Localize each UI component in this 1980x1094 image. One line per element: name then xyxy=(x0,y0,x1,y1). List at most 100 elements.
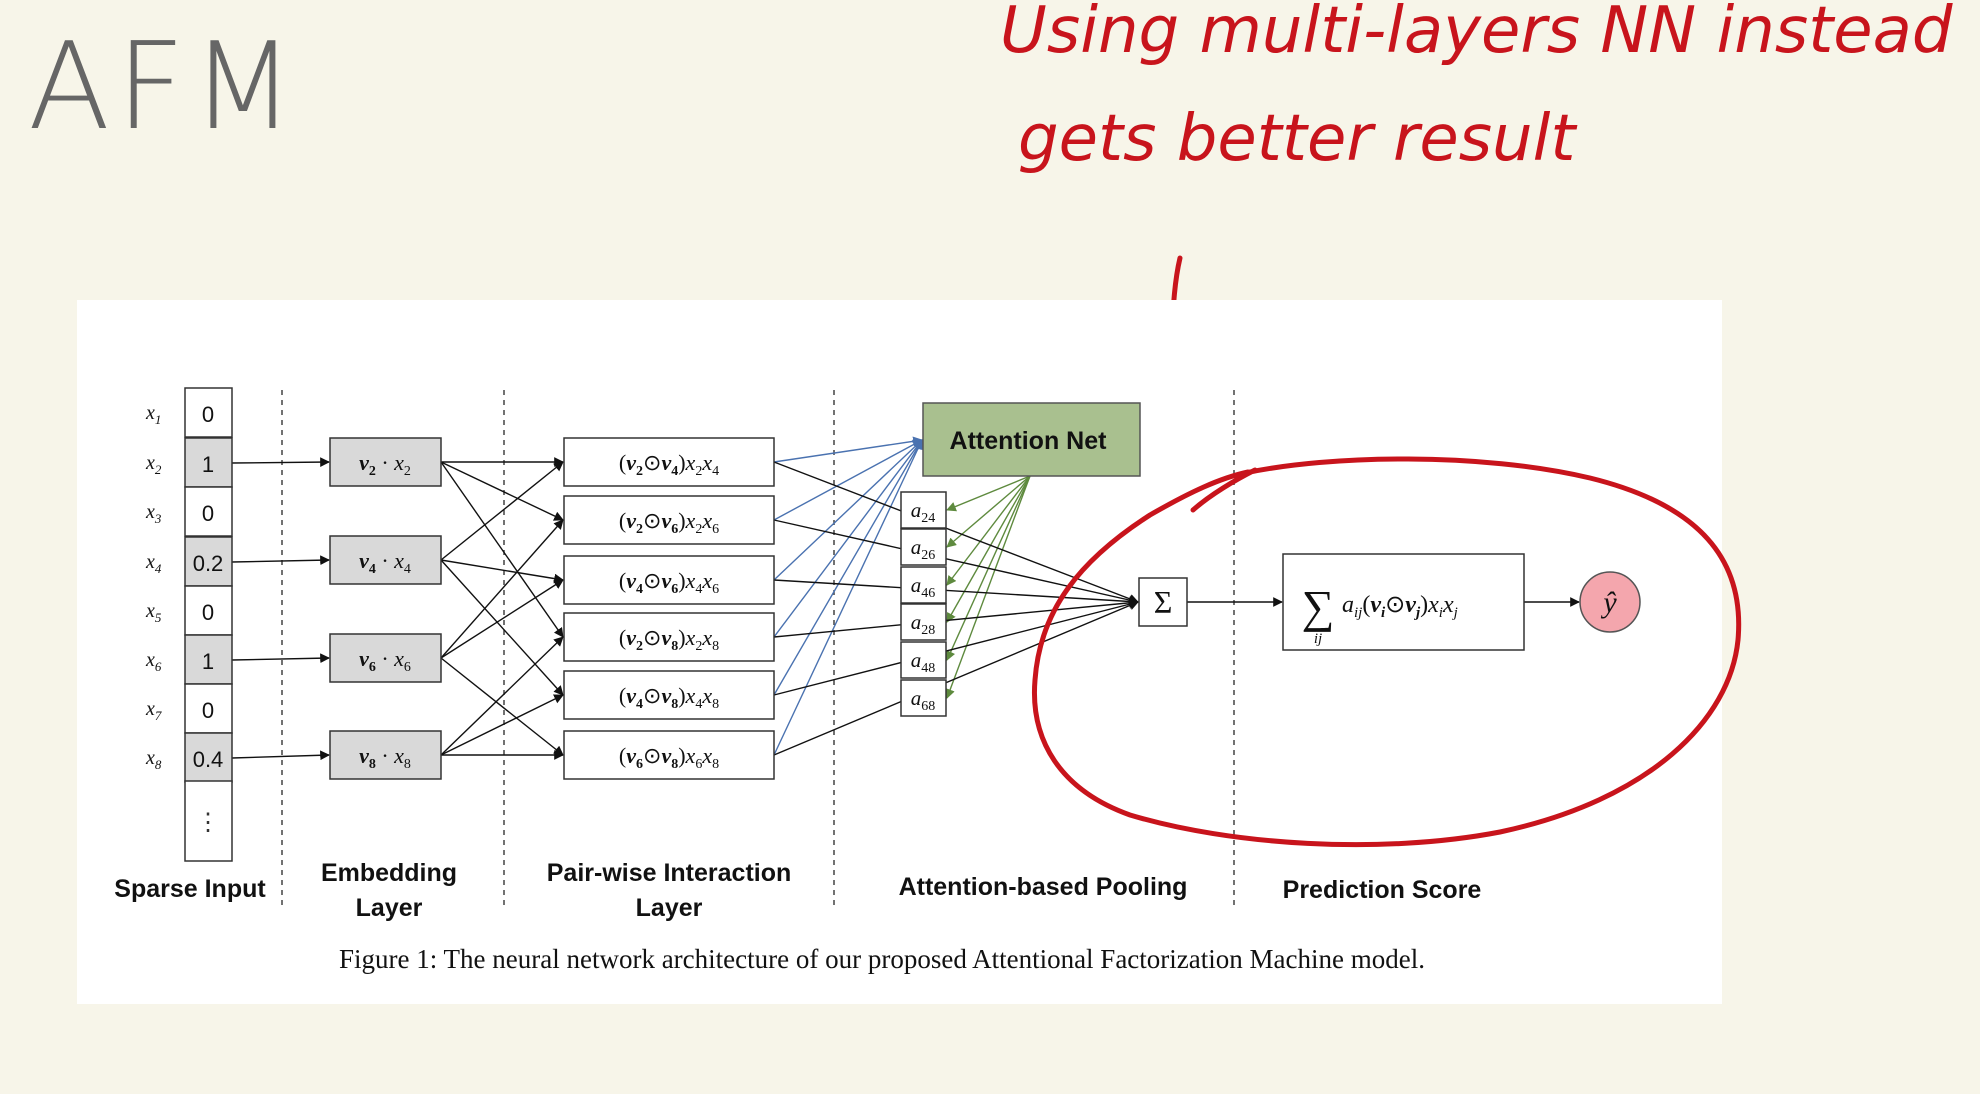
paren: ) xyxy=(678,508,685,533)
formula-xi-sub: i xyxy=(1439,605,1443,621)
pair-v: v xyxy=(626,743,636,768)
input-to-embedding-arrow xyxy=(231,555,330,566)
pair-to-attention-arrow xyxy=(773,439,923,756)
embedding-to-pair-arrow xyxy=(440,657,564,756)
attention-to-weight-arrow xyxy=(946,475,1031,623)
embedding-to-pair-arrow xyxy=(440,579,564,659)
input-label-var: x xyxy=(145,600,155,622)
attention-net-box: Attention Net xyxy=(922,402,1141,477)
embedding-to-pair-arrow xyxy=(440,461,564,521)
odot: ⊙ xyxy=(643,743,661,768)
pair-x: x xyxy=(685,743,696,768)
embedding-to-pair-arrow xyxy=(440,636,564,756)
pair-to-sum-arrow xyxy=(773,519,1139,605)
formula-vi: v xyxy=(1370,592,1381,618)
weight-sub: 26 xyxy=(921,548,935,563)
weight-a: a xyxy=(911,573,922,597)
interaction-label: (v4⊙v8)x4x8 xyxy=(619,683,719,712)
pair-xj: 6 xyxy=(712,582,719,597)
pair-v: v xyxy=(661,568,671,593)
pair-x: x xyxy=(685,683,696,708)
weight-sub: 24 xyxy=(921,511,935,526)
section-separators xyxy=(281,390,1235,910)
paren: ) xyxy=(678,450,685,475)
pair-v: v xyxy=(626,625,636,650)
input-label: x2 xyxy=(145,452,162,477)
pair-x: x xyxy=(701,683,712,708)
pair-xi: 6 xyxy=(695,757,702,772)
input-label-var: x xyxy=(145,452,155,474)
formula-xj: x xyxy=(1442,592,1454,618)
pair-j: 6 xyxy=(671,522,678,537)
odot: ⊙ xyxy=(643,625,661,650)
label-pooling: Attention-based Pooling xyxy=(899,873,1188,901)
pair-i: 2 xyxy=(636,522,643,537)
weight-label: a28 xyxy=(911,610,936,638)
input-label-sub: 7 xyxy=(155,708,162,723)
input-cell xyxy=(184,683,233,734)
input-row: 1 x2 xyxy=(145,437,233,488)
embedding-box: v2 · x2 xyxy=(329,437,442,487)
input-value: 1 xyxy=(202,649,214,674)
section-labels: Sparse Input Embedding Layer Pair-wise I… xyxy=(114,859,1481,922)
formula-vi-sub: i xyxy=(1381,605,1386,621)
embedding-v-sub: 6 xyxy=(369,660,376,675)
input-label-sub: 5 xyxy=(155,610,162,625)
sum-box: Σ xyxy=(1138,577,1188,627)
handwritten-annotation: Using multi-layers NN instead gets bette… xyxy=(1000,0,1953,441)
embedding-box: v6 · x6 xyxy=(329,633,442,683)
paren: ) xyxy=(678,743,685,768)
input-label-sub: 4 xyxy=(155,561,162,576)
input-value: 1 xyxy=(202,452,214,477)
pair-v: v xyxy=(661,450,671,475)
pair-i: 4 xyxy=(636,582,643,597)
pair-v: v xyxy=(661,625,671,650)
pair-i: 4 xyxy=(636,697,643,712)
input-label: x4 xyxy=(145,551,162,576)
pair-v: v xyxy=(661,683,671,708)
pair-to-attention-arrow xyxy=(773,439,923,521)
formula-odot: ⊙ xyxy=(1385,592,1405,618)
pair-x: x xyxy=(701,450,712,475)
paren: ) xyxy=(678,625,685,650)
pair-v: v xyxy=(661,508,671,533)
embedding-to-pair-arrow xyxy=(440,519,564,659)
paren: ( xyxy=(619,450,626,475)
odot: ⊙ xyxy=(643,683,661,708)
input-label-sub: 2 xyxy=(155,462,162,477)
formula-body: aij(vi⊙vj)xixj xyxy=(1342,592,1458,621)
embedding-x: x xyxy=(393,743,404,768)
input-cell xyxy=(184,536,233,587)
embedding-dot: · xyxy=(376,450,394,475)
pair-to-sum-arrow xyxy=(773,597,1139,638)
pair-j: 8 xyxy=(671,639,678,654)
embedding-to-pair-arrow xyxy=(440,559,564,584)
input-to-embedding-arrow xyxy=(231,457,330,467)
formula-vj: v xyxy=(1405,592,1416,618)
pairwise-interaction-layer: (v2⊙v4)x2x4(v2⊙v6)x2x6(v4⊙v6)x4x6(v2⊙v8)… xyxy=(563,437,775,780)
interaction-label: (v4⊙v6)x4x6 xyxy=(619,568,719,597)
output-node: ŷ xyxy=(1579,571,1641,633)
pair-xi: 4 xyxy=(695,697,702,712)
embedding-dot: · xyxy=(376,646,394,671)
interaction-box: (v2⊙v6)x2x6 xyxy=(563,495,775,545)
embedding-x-sub: 8 xyxy=(404,757,411,772)
weight-a: a xyxy=(911,535,922,559)
pair-to-attention-arrow xyxy=(773,439,923,581)
pair-i: 2 xyxy=(636,639,643,654)
pair-to-sum-arrow xyxy=(773,600,1139,756)
weight-label: a48 xyxy=(911,648,936,676)
embedding-v-sub: 4 xyxy=(369,562,376,577)
paren: ) xyxy=(678,568,685,593)
pair-j: 4 xyxy=(671,464,678,479)
attention-weight: a68 xyxy=(900,679,947,717)
embedding-v-sub: 2 xyxy=(369,464,376,479)
interaction-label: (v2⊙v8)x2x8 xyxy=(619,625,719,654)
pair-xi: 2 xyxy=(695,522,702,537)
pair-v: v xyxy=(661,743,671,768)
pair-i: 2 xyxy=(636,464,643,479)
input-label: x6 xyxy=(145,649,162,674)
pair-xj: 8 xyxy=(712,697,719,712)
pair-to-attention-arrow xyxy=(773,439,923,638)
attention-to-weight-arrow xyxy=(946,475,1031,548)
